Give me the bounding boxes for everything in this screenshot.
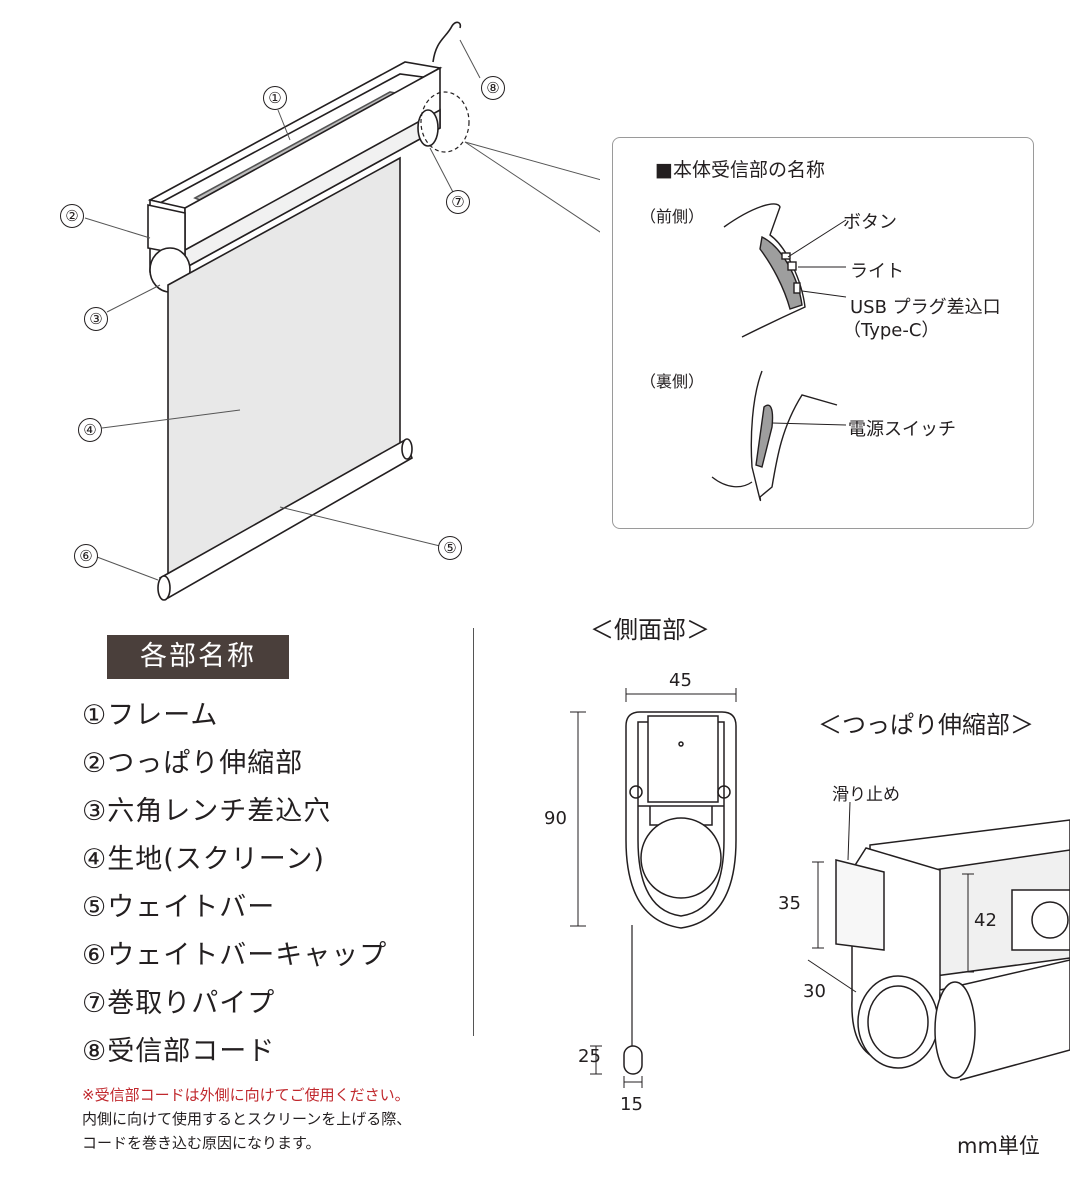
parts-item: ⑦巻取りパイプ xyxy=(82,988,276,1019)
callout-4: ④ xyxy=(78,418,102,442)
parts-item: ⑥ウェイトバーキャップ xyxy=(82,940,388,971)
callout-8: ⑧ xyxy=(481,76,505,100)
callout-1: ① xyxy=(263,86,287,110)
parts-item: ②つっぱり伸縮部 xyxy=(82,748,304,779)
unit-label: mm単位 xyxy=(957,1134,1040,1158)
dim-42: 42 xyxy=(974,910,997,931)
label-button: ボタン xyxy=(843,212,897,233)
dim-30: 30 xyxy=(803,981,826,1002)
tension-view-drawing xyxy=(807,801,1070,1081)
parts-item: ⑧受信部コード xyxy=(82,1036,276,1067)
note-line: コードを巻き込む原因になります。 xyxy=(82,1134,321,1152)
dim-knob-25: 25 xyxy=(578,1046,601,1067)
side-view-title: ＜側面部＞ xyxy=(590,616,710,644)
callout-6: ⑥ xyxy=(74,544,98,568)
parts-item: ⑤ウェイトバー xyxy=(82,892,276,923)
callout-7: ⑦ xyxy=(446,190,470,214)
note-line: 内側に向けて使用するとスクリーンを上げる際、 xyxy=(82,1110,412,1128)
callout-2: ② xyxy=(60,204,84,228)
dim-width-45: 45 xyxy=(669,670,692,691)
back-side-label: （裏側） xyxy=(640,372,705,391)
parts-item: ①フレーム xyxy=(82,700,219,731)
dim-height-90: 90 xyxy=(544,808,567,829)
label-usb: USB プラグ差込口 xyxy=(850,297,1001,318)
tension-view-title: ＜つっぱり伸縮部＞ xyxy=(818,711,1034,739)
vertical-divider xyxy=(473,628,474,1036)
receiver-front-sketch xyxy=(711,203,847,501)
side-view-drawing xyxy=(570,688,737,1088)
label-power-switch: 電源スイッチ xyxy=(848,419,956,440)
note-warning: ※受信部コードは外側に向けてご使用ください。 xyxy=(82,1086,410,1104)
front-side-label: （前側） xyxy=(640,207,705,226)
usage-note: ※受信部コードは外側に向けてご使用ください。 内側に向けて使用するとスクリーンを… xyxy=(82,1083,411,1155)
receiver-detail-box xyxy=(612,137,1034,529)
detail-title: ■本体受信部の名称 xyxy=(655,159,825,181)
blind-illustration xyxy=(84,21,600,601)
parts-item: ④生地(スクリーン) xyxy=(82,844,325,875)
label-nonslip: 滑り止め xyxy=(832,785,900,805)
parts-heading: 各部名称 xyxy=(107,635,289,679)
dim-35: 35 xyxy=(778,893,801,914)
label-light: ライト xyxy=(850,261,904,282)
callout-3: ③ xyxy=(84,307,108,331)
parts-item: ③六角レンチ差込穴 xyxy=(82,796,332,827)
dim-knob-15: 15 xyxy=(620,1094,643,1115)
callout-5: ⑤ xyxy=(438,536,462,560)
label-usb-type: （Type-C） xyxy=(843,320,940,341)
receiver-cord xyxy=(432,21,462,63)
parts-list: ①フレーム ②つっぱり伸縮部 ③六角レンチ差込穴 ④生地(スクリーン) ⑤ウェイ… xyxy=(82,694,387,1078)
